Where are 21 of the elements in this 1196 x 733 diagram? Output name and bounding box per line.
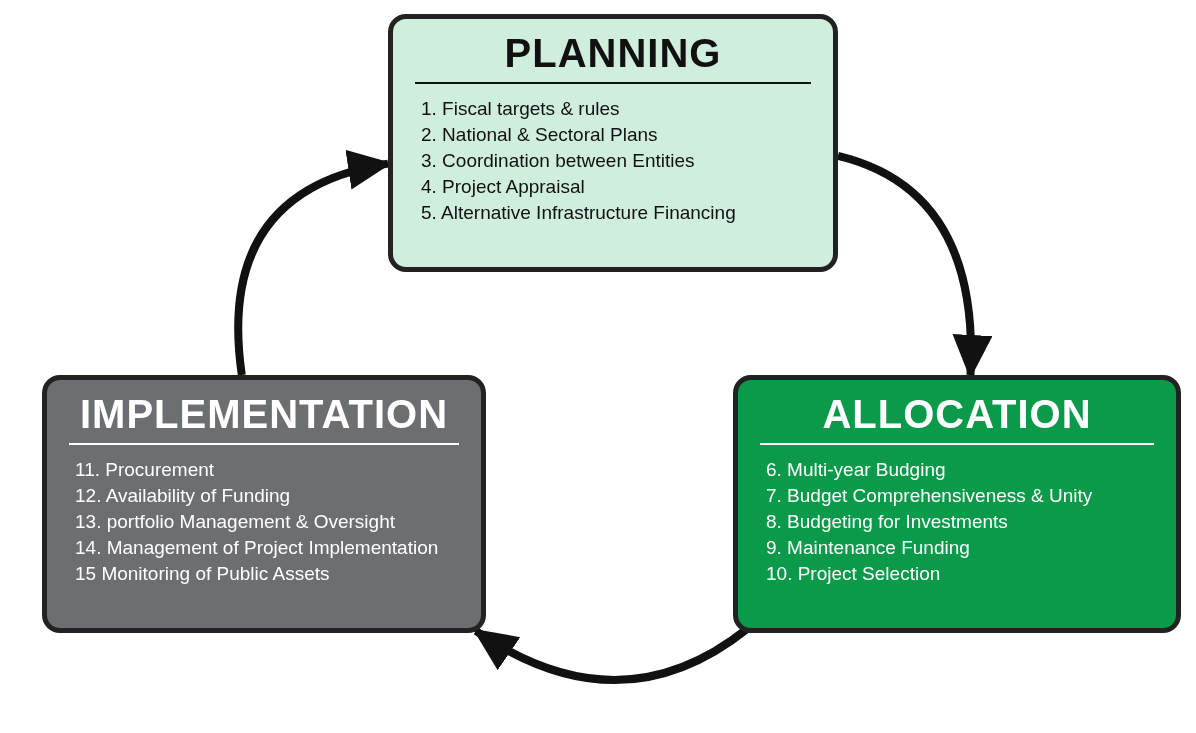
list-item: 10. Project Selection [765, 562, 941, 586]
list-item: 6. Multi-year Budging [765, 458, 946, 482]
list-item: 11. Procurement [74, 458, 215, 482]
box-heading: IMPLEMENTATION [69, 392, 459, 445]
list-item: 7. Budget Comprehensiveness & Unity [765, 484, 1093, 508]
list-item: 13. portfolio Management & Oversight [74, 510, 395, 534]
allocation-box [733, 375, 1181, 633]
list-item: 12. Availability of Funding [74, 484, 291, 508]
box-heading: PLANNING [415, 31, 811, 84]
list-item: 3. Coordination between Entities [420, 149, 695, 173]
list-item: 1. Fiscal targets & rules [420, 97, 620, 121]
box-heading: ALLOCATION [760, 392, 1154, 445]
implementation-box [42, 375, 486, 633]
list-item: 15 Monitoring of Public Assets [74, 562, 330, 586]
planning-box [388, 14, 838, 272]
list-item: 8. Budgeting for Investments [765, 510, 1008, 534]
list-item: 5. Alternative Infrastructure Financing [420, 201, 736, 225]
list-item: 9. Maintenance Funding [765, 536, 970, 560]
list-item: 2. National & Sectoral Plans [420, 123, 658, 147]
list-item: 4. Project Appraisal [420, 175, 585, 199]
list-item: 14. Management of Project Implementation [74, 536, 439, 560]
